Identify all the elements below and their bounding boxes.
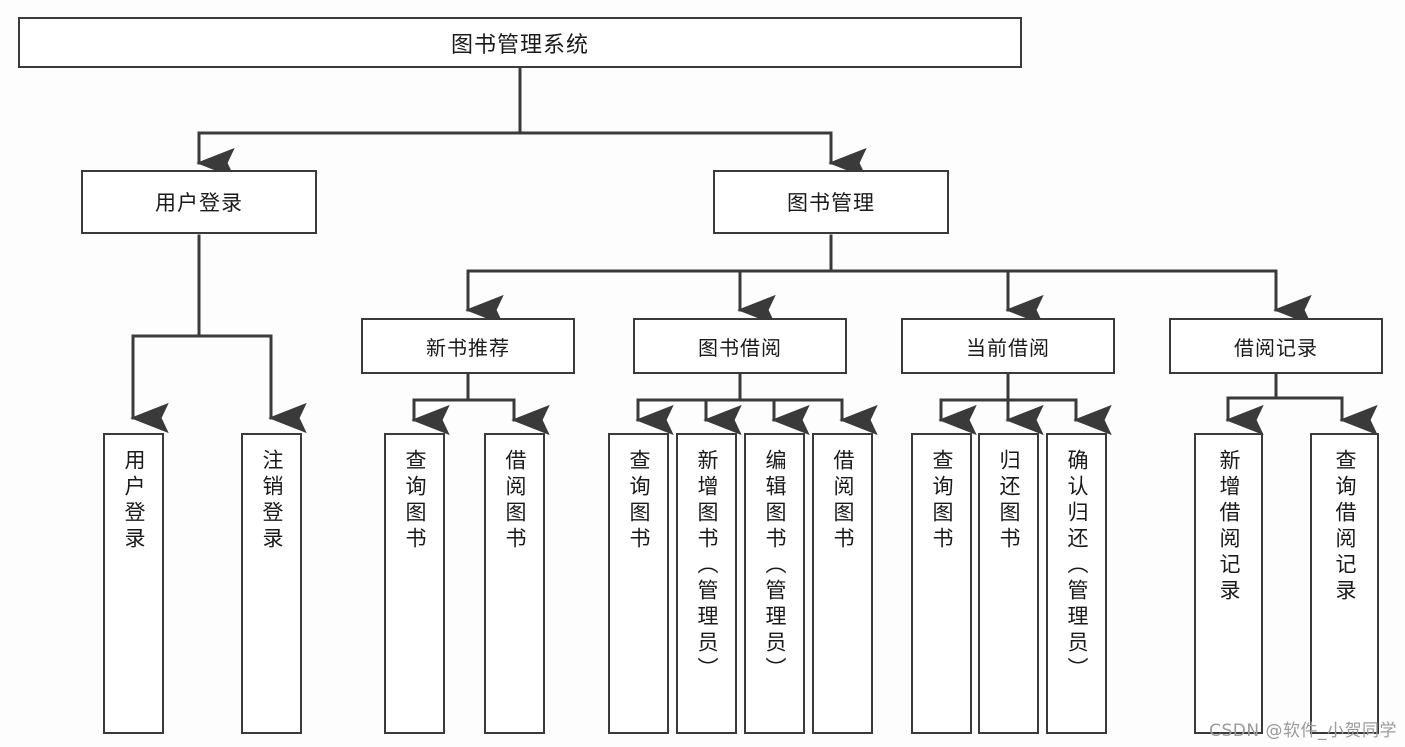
leaf-label: 新增图书（管理员）: [695, 449, 719, 683]
leaf-label: 借阅图书: [503, 449, 527, 553]
leaf-new-book-query[interactable]: 查询图书: [384, 433, 445, 734]
node-new-book-recommend[interactable]: 新书推荐: [361, 318, 575, 374]
node-new-book-recommend-label: 新书推荐: [426, 335, 510, 360]
leaf-label: 借阅图书: [831, 449, 855, 553]
node-borrow-record[interactable]: 借阅记录: [1169, 318, 1383, 374]
node-current-borrow-label: 当前借阅: [966, 335, 1050, 360]
node-book-borrow[interactable]: 图书借阅: [633, 318, 847, 374]
leaf-label: 查询图书: [930, 449, 954, 553]
node-user-login-label: 用户登录: [155, 191, 243, 215]
node-root-label: 图书管理系统: [450, 32, 589, 58]
node-book-management[interactable]: 图书管理: [713, 170, 949, 234]
leaf-label: 新增借阅记录: [1217, 449, 1241, 605]
leaf-borrow-record-query[interactable]: 查询借阅记录: [1310, 433, 1379, 734]
node-book-borrow-label: 图书借阅: [698, 335, 782, 360]
leaf-label: 确认归还（管理员）: [1065, 449, 1089, 683]
node-borrow-record-label: 借阅记录: [1234, 335, 1318, 360]
leaf-label: 查询借阅记录: [1333, 449, 1357, 605]
node-user-login[interactable]: 用户登录: [81, 170, 317, 234]
leaf-current-borrow-query[interactable]: 查询图书: [911, 433, 972, 734]
node-book-management-label: 图书管理: [787, 191, 875, 215]
leaf-current-borrow-return[interactable]: 归还图书: [978, 433, 1039, 734]
leaf-user-login-logout[interactable]: 注销登录: [241, 433, 302, 734]
csdn-watermark: CSDN @软件_小贺同学: [1209, 721, 1397, 741]
leaf-label: 查询图书: [627, 449, 651, 553]
leaf-borrow-book-borrow[interactable]: 借阅图书: [812, 433, 873, 734]
leaf-borrow-record-add[interactable]: 新增借阅记录: [1194, 433, 1263, 734]
leaf-borrow-book-query[interactable]: 查询图书: [608, 433, 669, 734]
leaf-current-borrow-confirm-return[interactable]: 确认归还（管理员）: [1046, 433, 1107, 734]
node-root[interactable]: 图书管理系统: [18, 17, 1022, 68]
node-current-borrow[interactable]: 当前借阅: [901, 318, 1115, 374]
leaf-new-book-borrow[interactable]: 借阅图书: [484, 433, 545, 734]
leaf-label: 归还图书: [997, 449, 1021, 553]
leaf-label: 用户登录: [122, 449, 146, 553]
leaf-label: 编辑图书（管理员）: [763, 449, 787, 683]
leaf-label: 注销登录: [260, 449, 284, 553]
leaf-borrow-book-add[interactable]: 新增图书（管理员）: [676, 433, 737, 734]
leaf-borrow-book-edit[interactable]: 编辑图书（管理员）: [744, 433, 805, 734]
leaf-user-login-login[interactable]: 用户登录: [103, 433, 164, 734]
leaf-label: 查询图书: [403, 449, 427, 553]
